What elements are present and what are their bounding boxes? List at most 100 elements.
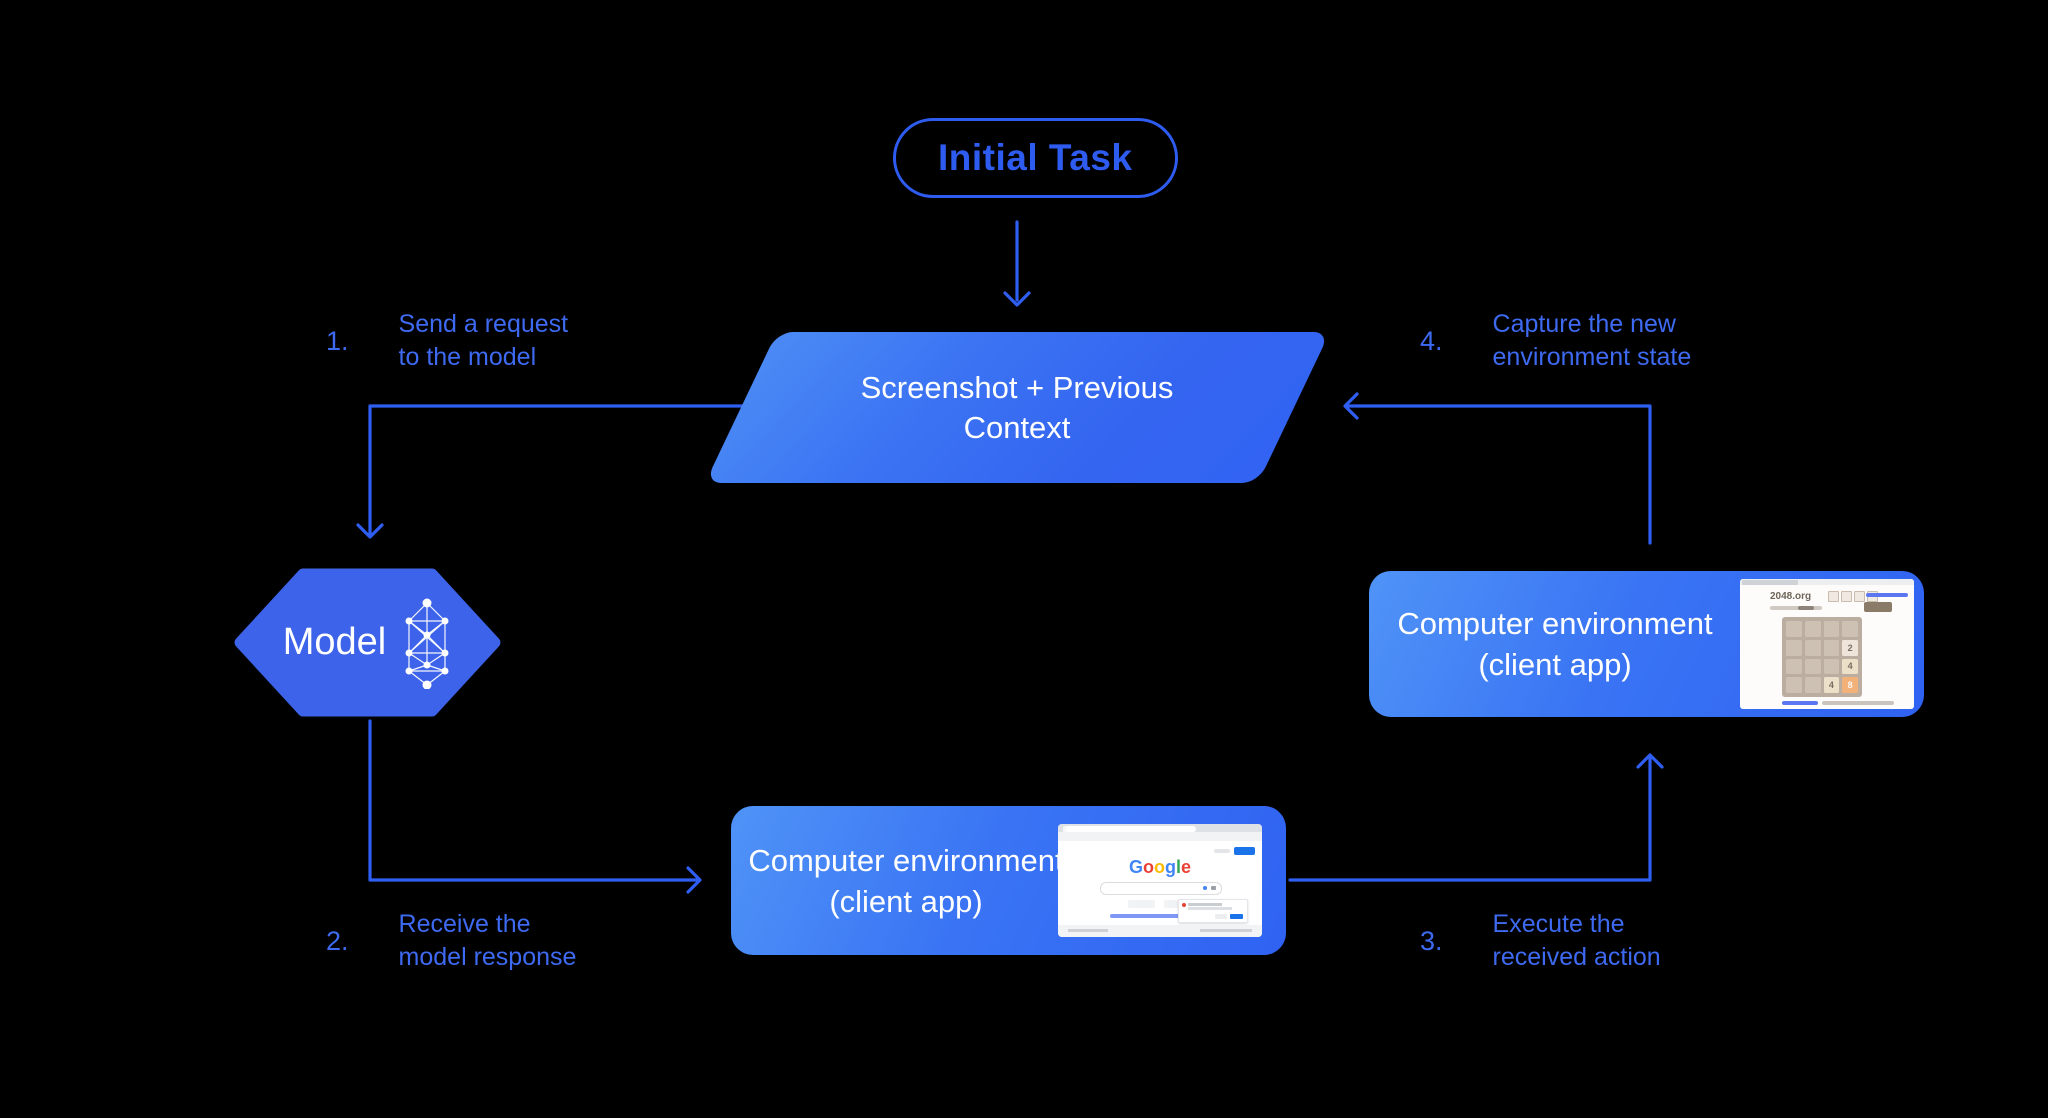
grid-cell (1786, 621, 1802, 637)
browser-address-bar (1058, 832, 1262, 841)
grid-cell (1804, 639, 1821, 656)
logo-letter: o (1153, 857, 1165, 877)
mic-icon (1203, 886, 1207, 890)
screenshot-context-line2: Context (963, 409, 1071, 445)
step-2-label: 2. Receive the model response (326, 908, 576, 974)
screenshot-context-line1: Screenshot + Previous (860, 369, 1174, 405)
screenshot-context-label: Screenshot + Previous Context (797, 332, 1237, 483)
env-right-line2: (client app) (1478, 647, 1632, 682)
tile-2: 2 (1842, 639, 1858, 656)
env-bottom-label: Computer environment (client app) (741, 840, 1071, 922)
address-field (1066, 825, 1196, 832)
step-1-label: 1. Send a request to the model (326, 308, 568, 374)
logo-letter: l (1175, 857, 1181, 877)
step-text-line1: Send a request (398, 310, 569, 338)
step-number: 2. (326, 925, 349, 956)
env-bottom-line2: (client app) (829, 883, 983, 919)
env-bottom-line1: Computer environment (748, 842, 1064, 878)
page-footer (1058, 925, 1262, 937)
dialog-secondary-button (1215, 914, 1227, 919)
step-text-line2: received action (1492, 943, 1661, 971)
step-text-line1: Capture the new (1492, 310, 1676, 338)
env-bottom-node: Computer environment (client app) Google (731, 806, 1286, 955)
step-text: Capture the new environment state (1493, 308, 1692, 374)
step-text-line2: to the model (398, 343, 537, 371)
chrome-icon (1182, 903, 1186, 907)
sign-in-button (1234, 847, 1255, 855)
score-box (1828, 591, 1839, 602)
grid-cell (1823, 621, 1840, 637)
score-box (1867, 591, 1878, 602)
google-homepage-thumbnail: Google (1058, 824, 1262, 937)
arrow-screenshot-to-model (356, 404, 744, 539)
step-text-line1: Receive the (398, 910, 531, 938)
blurred-text-bar (1068, 929, 1108, 932)
step-number: 3. (1420, 925, 1443, 956)
score-box (1854, 591, 1865, 602)
model-label: Model (282, 621, 387, 663)
step-text-line1: Execute the (1492, 910, 1625, 938)
tile-4: 4 (1823, 677, 1840, 693)
game-2048-thumbnail: 2048.org 2 (1740, 579, 1914, 709)
site-title: 2048.org (1770, 591, 1812, 602)
model-node-shape (234, 568, 501, 717)
grid-cell (1842, 621, 1858, 637)
grid-cell (1786, 639, 1802, 656)
model-node: Model (234, 568, 501, 717)
initial-task-label: Initial Task (938, 137, 1133, 178)
signin-dialog (1178, 899, 1248, 923)
logo-letter: G (1128, 857, 1143, 877)
step-number: 4. (1420, 325, 1443, 356)
arrow-initial-to-screenshot (1003, 220, 1031, 307)
dialog-primary-button (1230, 914, 1243, 919)
step-3-label: 3. Execute the received action (1420, 908, 1661, 974)
blurred-text-bar (1188, 903, 1222, 906)
score-box (1841, 591, 1852, 602)
blurred-text-bar (1770, 606, 1822, 610)
blurred-text-bar (1200, 929, 1252, 932)
search-input (1100, 882, 1222, 895)
step-4-label: 4. Capture the new environment state (1420, 308, 1691, 374)
blurred-text-bar (1798, 606, 1814, 610)
keyboard-icon (1211, 886, 1216, 890)
logo-letter: e (1181, 857, 1192, 877)
grid-cell (1786, 658, 1802, 675)
arrow-env-right-to-screenshot (1343, 392, 1652, 545)
browser-tab (1742, 580, 1798, 585)
blurred-link-bar (1866, 593, 1908, 597)
step-text-line2: model response (398, 943, 577, 971)
initial-task-node: Initial Task (893, 118, 1178, 198)
neural-network-icon (405, 598, 449, 689)
step-text: Receive the model response (399, 908, 577, 974)
score-boxes (1828, 591, 1878, 602)
grid-cell (1804, 658, 1821, 675)
step-number: 1. (326, 325, 349, 356)
arrow-model-to-env-bottom (368, 719, 702, 894)
env-right-label: Computer environment (client app) (1375, 603, 1735, 685)
tile-8: 8 (1842, 677, 1858, 693)
blurred-text-bar (1188, 907, 1232, 910)
env-right-line1: Computer environment (1397, 606, 1713, 641)
grid-cell (1804, 677, 1821, 693)
browser-tab-bar (1740, 579, 1914, 585)
blurred-text-bar (1822, 701, 1894, 705)
arrow-env-bottom-to-env-right (1288, 753, 1664, 882)
grid-cell (1823, 658, 1840, 675)
blurred-link-bar (1782, 701, 1818, 705)
blurred-link-bar (1110, 914, 1210, 918)
search-button (1128, 900, 1155, 908)
step-text: Send a request to the model (399, 308, 569, 374)
blurred-text-bar (1214, 849, 1230, 853)
logo-letter: g (1164, 857, 1176, 877)
google-logo: Google (1058, 857, 1262, 878)
game-grid: 2 4 4 8 (1782, 617, 1862, 697)
step-text-line2: environment state (1492, 343, 1692, 371)
grid-cell (1823, 639, 1840, 656)
lucky-button (1164, 900, 1191, 908)
new-game-button (1864, 602, 1892, 612)
env-right-node: Computer environment (client app) 2048.o… (1369, 571, 1924, 717)
tile-4: 4 (1842, 658, 1858, 675)
logo-letter: o (1142, 857, 1154, 877)
